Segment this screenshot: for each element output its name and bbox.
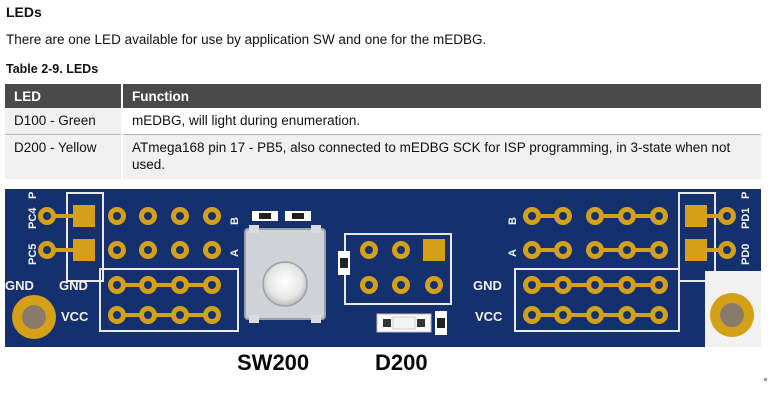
pad-hole xyxy=(113,212,121,220)
pad-hole xyxy=(113,311,121,319)
smd-capacitor-body xyxy=(340,258,348,268)
silk-gnd-left-inner: GND xyxy=(59,278,88,293)
silk-pd1: PD1 xyxy=(740,208,752,229)
smd-resistor-body xyxy=(259,213,271,219)
pad-hole xyxy=(397,246,405,254)
pad-hole xyxy=(655,311,663,319)
pad-hole xyxy=(365,281,373,289)
pad-hole xyxy=(208,212,216,220)
button-cap xyxy=(262,261,308,307)
silk-pc-cut: P xyxy=(27,192,39,199)
pad-hole xyxy=(176,311,184,319)
silk-left-a: A xyxy=(229,249,241,257)
stray-mark xyxy=(764,378,767,381)
pad-hole xyxy=(655,212,663,220)
silk-left-b: B xyxy=(229,217,241,225)
silk-pd-cut: P xyxy=(740,192,752,199)
pad-hole xyxy=(208,281,216,289)
silk-pc4: PC4 xyxy=(27,207,39,229)
square-pad xyxy=(685,239,707,261)
led-d200-pad xyxy=(383,319,391,327)
square-pad xyxy=(73,205,95,227)
pad-hole xyxy=(528,311,536,319)
cell-function: mEDBG, will light during enumeration. xyxy=(122,108,761,135)
square-pad xyxy=(423,239,445,261)
silk-vcc-right: VCC xyxy=(475,309,503,324)
pad-hole xyxy=(144,311,152,319)
pad-hole xyxy=(559,281,567,289)
cell-led: D200 - Yellow xyxy=(5,134,123,179)
pad-hole xyxy=(176,281,184,289)
pad-hole xyxy=(208,311,216,319)
label-sw200: SW200 xyxy=(237,350,310,375)
pad-hole xyxy=(144,212,152,220)
pad-hole xyxy=(113,246,121,254)
silk-pd0: PD0 xyxy=(740,244,752,265)
pad-hole xyxy=(144,281,152,289)
cell-function: ATmega168 pin 17 - PB5, also connected t… xyxy=(122,134,761,179)
silk-gnd-left-outer: GND xyxy=(5,278,34,293)
silk-right-a: A xyxy=(507,249,519,257)
pad-hole xyxy=(43,212,51,220)
table-caption: Table 2-9. LEDs xyxy=(6,62,99,76)
pad-hole xyxy=(591,281,599,289)
silk-vcc-left: VCC xyxy=(61,309,89,324)
silk-gnd-right-outer: GND xyxy=(711,274,740,289)
pad-hole xyxy=(591,311,599,319)
pad-hole xyxy=(623,311,631,319)
pad-hole xyxy=(43,246,51,254)
header-function: Function xyxy=(122,84,761,108)
pad-hole xyxy=(176,246,184,254)
smd-capacitor-body xyxy=(437,318,445,328)
pad-hole xyxy=(365,246,373,254)
pad-hole xyxy=(559,212,567,220)
pad-hole xyxy=(113,281,121,289)
pad-hole xyxy=(397,281,405,289)
pad-hole xyxy=(723,212,731,220)
smd-resistor-body xyxy=(292,213,304,219)
pad-hole xyxy=(591,212,599,220)
pad-hole xyxy=(208,246,216,254)
board-photo: GND GND VCC GND VCC GND PC4 PC5 P B A B … xyxy=(5,189,761,347)
pad-hole xyxy=(176,212,184,220)
pad-hole xyxy=(559,246,567,254)
pad-hole xyxy=(655,246,663,254)
silk-box-left-power xyxy=(99,268,239,332)
pad-hole xyxy=(591,246,599,254)
pad-hole xyxy=(144,246,152,254)
silk-box-pd xyxy=(678,192,716,282)
table-header-row: LED Function xyxy=(5,84,761,108)
gnd-pad-left-hole xyxy=(22,305,46,329)
pad-hole xyxy=(623,246,631,254)
cell-led: D100 - Green xyxy=(5,108,123,135)
silk-box-pc xyxy=(66,192,104,282)
pad-hole xyxy=(623,212,631,220)
pad-hole xyxy=(655,281,663,289)
section-heading: LEDs xyxy=(6,4,42,20)
pad-hole xyxy=(528,281,536,289)
pad-hole xyxy=(430,281,438,289)
pad-hole xyxy=(528,212,536,220)
silk-box-right-power xyxy=(514,268,680,332)
square-pad xyxy=(73,239,95,261)
leds-table: LED Function D100 - Green mEDBG, will li… xyxy=(5,84,761,179)
pad-hole xyxy=(528,246,536,254)
gnd-pad-right-hole xyxy=(720,303,744,327)
pad-hole xyxy=(559,311,567,319)
table-row: D100 - Green mEDBG, will light during en… xyxy=(5,108,761,135)
sw200-button xyxy=(244,225,326,323)
square-pad xyxy=(685,205,707,227)
led-d200-lens xyxy=(392,316,416,330)
table-row: D200 - Yellow ATmega168 pin 17 - PB5, al… xyxy=(5,134,761,179)
intro-text: There are one LED available for use by a… xyxy=(6,32,487,47)
silk-right-b: B xyxy=(507,217,519,225)
header-led: LED xyxy=(5,84,123,108)
label-d200: D200 xyxy=(375,350,428,375)
pad-hole xyxy=(623,281,631,289)
pad-hole xyxy=(723,246,731,254)
silk-gnd-right-inner: GND xyxy=(473,278,502,293)
silk-pc5: PC5 xyxy=(27,244,39,265)
led-d200-pad xyxy=(417,319,425,327)
